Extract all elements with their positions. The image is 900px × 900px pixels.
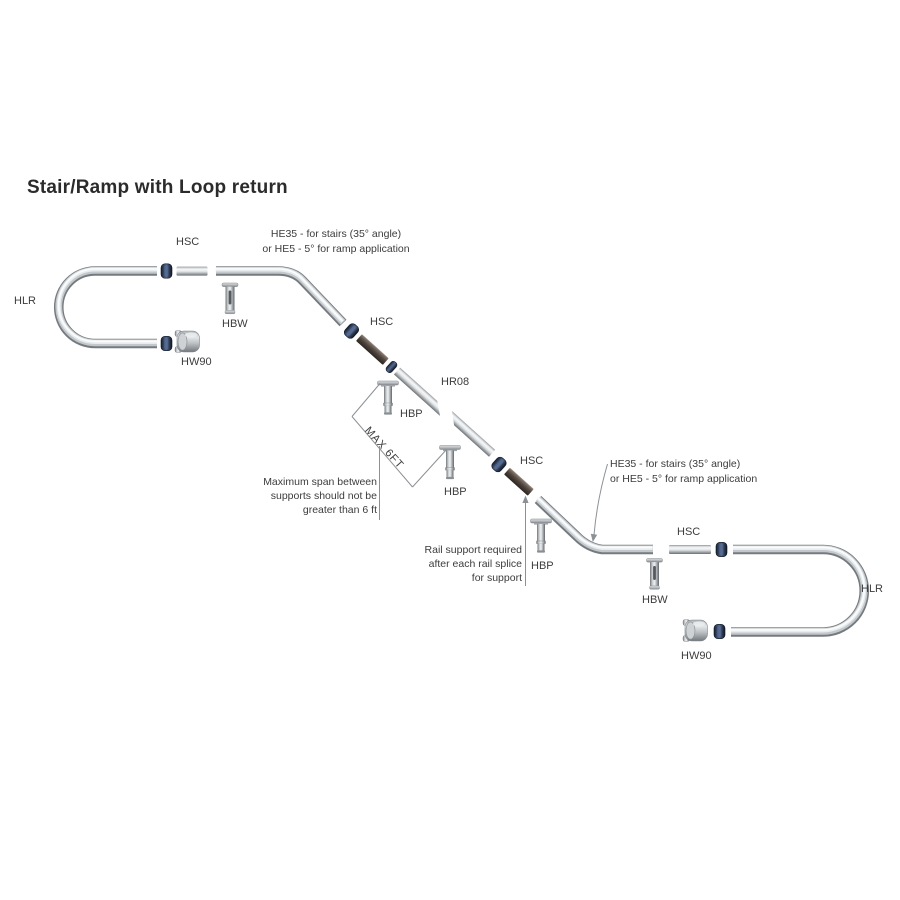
label-hsc-right: HSC: [677, 526, 701, 538]
note-max-span-line2: supports should not be: [270, 490, 377, 502]
note-max-span: Maximum span between supports should not…: [235, 475, 377, 517]
hsc-connector-bottom-left: [160, 335, 173, 352]
note-he35-right-line1: HE35 - for stairs (35° angle): [610, 458, 741, 470]
label-hr08: HR08: [441, 376, 470, 388]
label-hbp-second: HBP: [444, 486, 467, 498]
hbw-bracket-right: [646, 558, 663, 590]
label-hlr-right: HLR: [861, 583, 884, 595]
hw90-fitting-right: [682, 619, 708, 642]
page-title: Stair/Ramp with Loop return: [27, 177, 288, 198]
hbw-bracket-left: [221, 282, 239, 315]
note-rail-support-line2: after each rail splice: [428, 558, 522, 570]
label-hw90-left: HW90: [181, 356, 212, 368]
label-hlr-left: HLR: [14, 295, 37, 307]
max-span-dimension-lines: [351, 383, 448, 488]
note-he35-right: HE35 - for stairs (35° angle) or HE5 - 5…: [610, 457, 765, 486]
rail-segment-top-left: [176, 266, 208, 276]
hsc-connector-bottom-right: [713, 623, 726, 640]
label-hw90-right: HW90: [681, 650, 712, 662]
left-loop-return-pipe: [59, 269, 157, 344]
label-hsc-top-left: HSC: [176, 236, 200, 248]
hr08-rail-section-b: [452, 411, 496, 457]
label-hbw-left: HBW: [222, 318, 248, 330]
note-he35-right-line2: or HE5 - 5° for ramp application: [610, 472, 758, 485]
hw90-fitting-left: [174, 330, 200, 353]
note-he35-top-line1: HE35 - for stairs (35° angle): [270, 228, 402, 240]
note-rail-support: Rail support required after each rail sp…: [400, 543, 522, 585]
note-max-span-line1: Maximum span between: [263, 476, 377, 488]
note-he35-top: HE35 - for stairs (35° angle) or HE5 - 5…: [255, 227, 417, 256]
rail-segment-bottom-right: [669, 545, 711, 554]
hbp-post-first: [377, 380, 399, 416]
note-rail-support-line1: Rail support required: [424, 544, 522, 556]
label-hbp-first: HBP: [400, 408, 423, 420]
label-hsc-lower-mid: HSC: [520, 455, 544, 467]
he35-right-leader-line: [590, 463, 608, 542]
label-hsc-upper-mid: HSC: [370, 316, 394, 328]
hsc-connector-top-left: [160, 263, 173, 279]
label-hbp-third: HBP: [531, 560, 554, 572]
note-rail-support-line3: for support: [471, 572, 522, 584]
note-he35-top-line2: or HE5 - 5° for ramp application: [262, 242, 410, 255]
hbp-post-third: [530, 518, 552, 554]
right-loop-return-pipe: [731, 547, 864, 632]
hbp-post-second: [439, 445, 461, 480]
hr08-rail-section-a: [393, 367, 440, 416]
note-max-span-line3: greater than 6 ft: [302, 504, 377, 516]
dark-rail-splice-upper: [356, 334, 389, 365]
he35-elbow-upper-pipe: [216, 269, 344, 323]
hsc-connector-lower-mid: [489, 454, 509, 475]
hsc-connector-upper-mid: [342, 321, 361, 341]
label-hbw-right: HBW: [642, 594, 668, 606]
dark-rail-splice-lower: [504, 468, 534, 496]
hsc-connector-top-right: [715, 541, 728, 558]
rail-support-leader-line: [522, 495, 529, 586]
